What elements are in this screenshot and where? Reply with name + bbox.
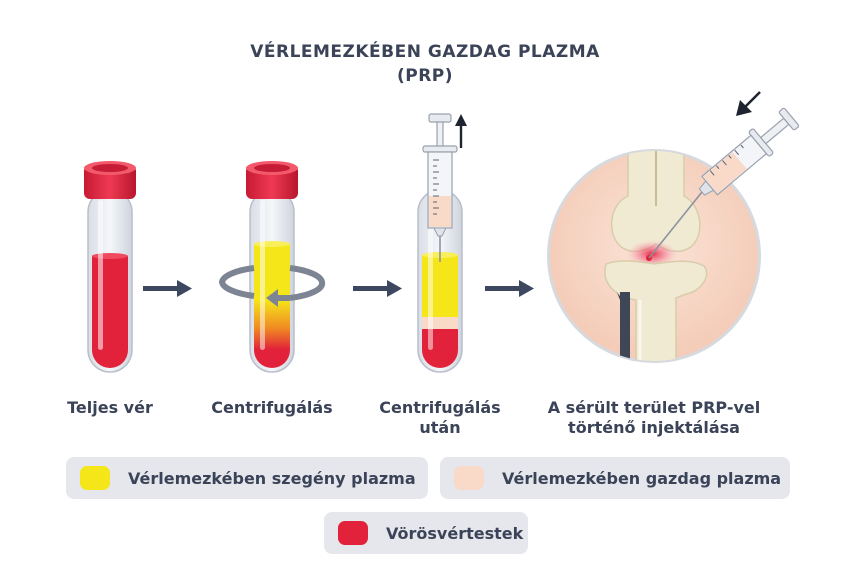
- arrow-up-icon: [455, 114, 467, 148]
- legend-item-poor-plasma: Vérlemezkében szegény plazma: [66, 457, 428, 499]
- step-label-injection: A sérült terület PRP-vel történő injektá…: [547, 398, 761, 437]
- legend-item-red-cells: Vörösvértestek: [324, 512, 528, 554]
- rotation-arrow-icon: [266, 289, 278, 307]
- arrow-right-icon: [353, 280, 402, 297]
- legend-swatch-red: [338, 521, 368, 545]
- injection-syringe-icon: [698, 107, 800, 196]
- syringe-icon: [422, 113, 458, 262]
- title-line-1: VÉRLEMEZKÉBEN GAZDAG PLAZMA: [250, 42, 600, 62]
- legend-item-rich-plasma: Vérlemezkében gazdag plazma: [440, 457, 790, 499]
- arrow-right-icon: [143, 280, 192, 297]
- step-label-whole-blood: Teljes vér: [67, 398, 153, 417]
- step-label-centrifuging: Centrifugálás: [211, 398, 333, 417]
- step-label-after-centrifuging: Centrifugálás után: [379, 398, 501, 437]
- arrow-right-icon: [485, 280, 534, 297]
- legend-swatch-yellow: [80, 466, 110, 490]
- tube-centrifuging: [218, 161, 326, 373]
- tube-whole-blood: [84, 161, 136, 373]
- arrow-down-left-icon: [736, 91, 761, 116]
- title-line-2: (PRP): [396, 66, 454, 86]
- joint-injection-illustration: [547, 149, 761, 363]
- tube-after-centrifuging: [417, 113, 467, 373]
- legend-swatch-peach: [454, 466, 484, 490]
